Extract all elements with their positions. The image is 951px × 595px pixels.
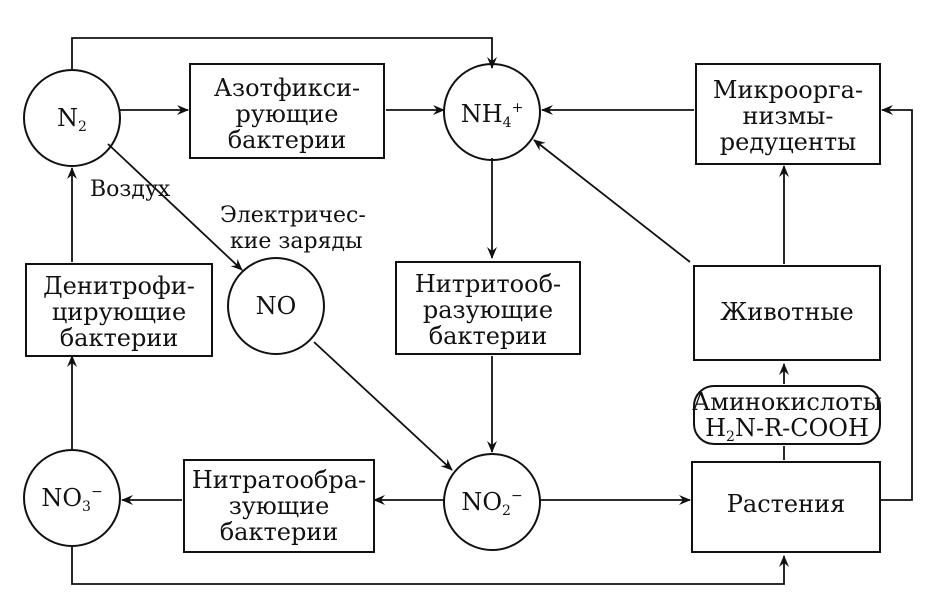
decomposers-line-2: низмы- bbox=[743, 102, 834, 130]
amino-acids-label: Аминокислоты bbox=[692, 388, 882, 416]
box-decomposers: Микроорга- низмы- редуценты bbox=[695, 63, 881, 165]
n2-sub: 2 bbox=[78, 119, 87, 135]
node-no: NO bbox=[227, 257, 325, 355]
svg-text:NO2−: NO2− bbox=[461, 488, 522, 519]
denitrifying-line-3: бактерии bbox=[60, 324, 179, 352]
formula-h: H bbox=[705, 414, 726, 442]
electric-charges-line-1: Электричес- bbox=[220, 203, 366, 228]
animals-label: Животные bbox=[720, 298, 854, 326]
nitrate-forming-line-3: бактерии bbox=[220, 518, 339, 546]
edge-no-to-no2 bbox=[313, 341, 453, 471]
n2-base: N bbox=[57, 104, 78, 132]
nitrate-forming-line-2: зующие bbox=[229, 492, 330, 520]
node-nh4: NH4+ bbox=[443, 63, 541, 161]
edge-n2-to-no bbox=[107, 143, 243, 271]
no3-sup: − bbox=[91, 484, 103, 500]
amino-acids-formula: H2N-R-COOH bbox=[705, 414, 869, 445]
box-plants: Растения bbox=[691, 461, 881, 553]
edges bbox=[67, 37, 913, 585]
nh4-sup: + bbox=[512, 100, 524, 116]
box-denitrifying-bacteria: Денитрофи- цирующие бактерии bbox=[25, 263, 213, 357]
no2-sub: 2 bbox=[502, 503, 511, 519]
edge-no3-to-plants-bottom bbox=[71, 546, 789, 585]
no2-base: NO bbox=[461, 488, 502, 516]
no-label: NO bbox=[256, 292, 297, 320]
svg-text:NH4+: NH4+ bbox=[461, 100, 524, 131]
nitrite-forming-line-2: разующие bbox=[423, 296, 553, 324]
edge-plants-to-decomposers bbox=[880, 105, 913, 501]
air-label: Воздух bbox=[90, 177, 171, 202]
edge-animals-to-nh4 bbox=[533, 139, 691, 263]
decomposers-line-3: редуценты bbox=[720, 128, 856, 156]
box-nitrogen-fixing-bacteria: Азотфикси- рующие бактерии bbox=[189, 63, 385, 159]
box-nitrite-forming-bacteria: Нитритооб- разующие бактерии bbox=[395, 261, 581, 355]
electric-charges-line-2: кие заряды bbox=[230, 229, 363, 254]
node-n2: N2 bbox=[23, 69, 121, 167]
nitrogen-fixing-line-1: Азотфикси- bbox=[214, 74, 360, 102]
svg-text:N2: N2 bbox=[57, 104, 87, 135]
denitrifying-line-1: Денитрофи- bbox=[43, 272, 195, 300]
nitrogen-fixing-line-2: рующие bbox=[236, 100, 339, 128]
formula-sub: 2 bbox=[726, 429, 735, 445]
nitrite-forming-line-3: бактерии bbox=[429, 322, 548, 350]
no3-sub: 3 bbox=[82, 499, 91, 515]
box-nitrate-forming-bacteria: Нитратообра- зующие бактерии bbox=[183, 459, 375, 553]
no2-sup: − bbox=[511, 488, 523, 504]
formula-rest: N-R-COOH bbox=[735, 414, 869, 442]
no3-base: NO bbox=[41, 484, 82, 512]
node-no2: NO2− bbox=[443, 453, 541, 551]
box-amino-acids: Аминокислоты H2N-R-COOH bbox=[692, 385, 882, 445]
nh4-sub: 4 bbox=[503, 115, 512, 131]
nitrogen-fixing-line-3: бактерии bbox=[228, 126, 347, 154]
nh4-base: NH bbox=[461, 100, 503, 128]
edge-n2-to-nh4-top bbox=[71, 37, 497, 70]
box-animals: Животные bbox=[693, 265, 881, 361]
plants-label: Растения bbox=[727, 490, 846, 518]
denitrifying-line-2: цирующие bbox=[52, 298, 186, 326]
nitrate-forming-line-1: Нитратообра- bbox=[192, 466, 366, 494]
svg-text:NO3−: NO3− bbox=[41, 484, 102, 515]
nitrite-forming-line-1: Нитритооб- bbox=[415, 270, 561, 298]
node-no3: NO3− bbox=[23, 449, 121, 547]
decomposers-line-1: Микроорга- bbox=[713, 76, 863, 104]
